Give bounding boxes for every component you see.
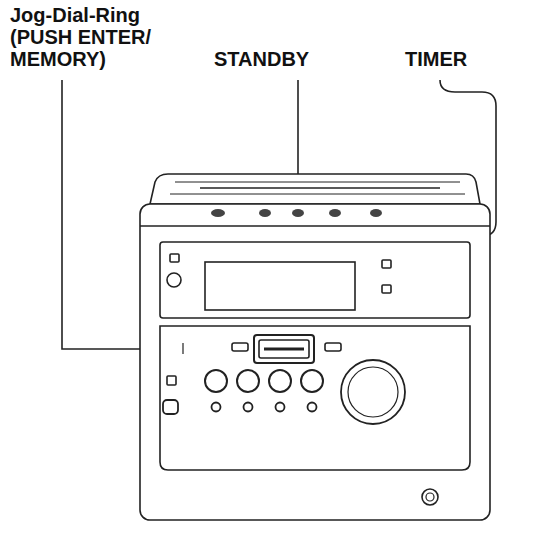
main-body — [140, 204, 490, 520]
part-label: STANDBY — [214, 48, 309, 70]
part-label: TIMER — [405, 48, 467, 70]
part-label: Jog-Dial-Ring (PUSH ENTER/ MEMORY) — [10, 4, 162, 70]
cd-lid — [150, 174, 480, 204]
